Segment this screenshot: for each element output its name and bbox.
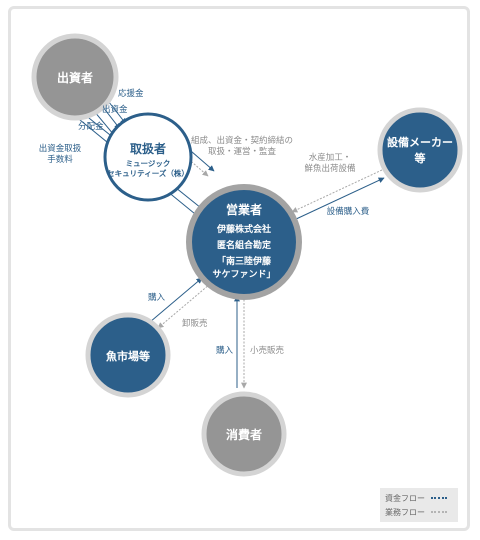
label-support: 応援金 (118, 88, 144, 99)
fishmarket-node: 魚市場等 (85, 312, 171, 398)
label-processing-2: 鮮魚出荷設備 (304, 163, 356, 174)
legend-money-line (431, 497, 447, 499)
handler-title: 取扱者 (130, 141, 166, 156)
operator-line-1: 伊藤株式会社 (216, 223, 271, 235)
consumer-node: 消費者 (201, 391, 287, 477)
label-wholesale: 卸販売 (182, 318, 208, 329)
operator-fishmarket-flows (149, 277, 211, 329)
label-retail: 小売販売 (250, 345, 285, 356)
consumer-label: 消費者 (226, 427, 262, 442)
label-consumer-purchase: 購入 (216, 345, 234, 356)
label-fee-2: 手数料 (47, 154, 73, 165)
operator-consumer-flows (234, 295, 247, 389)
equipment-maker-node: 設備メーカー 等 (377, 107, 463, 193)
handler-node: 取扱者 ミュージック セキュリティーズ（株） (103, 112, 193, 202)
equipment-label-1: 設備メーカー (387, 135, 453, 149)
label-fee-1: 出資金取扱 (39, 143, 82, 154)
handler-sub2: セキュリティーズ（株） (107, 168, 189, 178)
legend-money-label: 資金フロー (385, 493, 425, 503)
legend-business-line (431, 511, 447, 513)
operator-equipment-flows (291, 169, 385, 221)
equipment-label-2: 等 (414, 151, 426, 165)
label-organize-2: 取扱・運営・監査 (208, 146, 277, 157)
handler-sub1: ミュージック (126, 158, 171, 168)
label-fishmarket-purchase: 購入 (148, 292, 166, 303)
legend: 資金フロー 業務フロー (380, 488, 458, 522)
investor-label: 出資者 (57, 70, 93, 85)
fishmarket-label: 魚市場等 (106, 349, 150, 363)
operator-title: 営業者 (226, 202, 262, 217)
label-processing-1: 水産加工・ (309, 152, 352, 163)
operator-line-4: サケファンド」 (212, 269, 275, 280)
label-distribution: 分配金 (78, 121, 104, 132)
legend-business-label: 業務フロー (385, 507, 425, 517)
legend-business-row: 業務フロー (385, 505, 453, 519)
operator-line-2: 匿名組合勘定 (217, 239, 272, 251)
label-equipment-purchase: 設備購入費 (327, 206, 370, 217)
legend-money-row: 資金フロー (385, 491, 453, 505)
investor-node: 出資者 (31, 33, 119, 121)
operator-node: 営業者 伊藤株式会社 匿名組合勘定 「南三陸伊藤 サケファンド」 (186, 184, 302, 300)
label-investment: 出資金 (102, 104, 128, 115)
label-organize-1: 組成、出資金・契約締結の (191, 135, 293, 146)
operator-line-3: 「南三陸伊藤 (217, 255, 272, 267)
